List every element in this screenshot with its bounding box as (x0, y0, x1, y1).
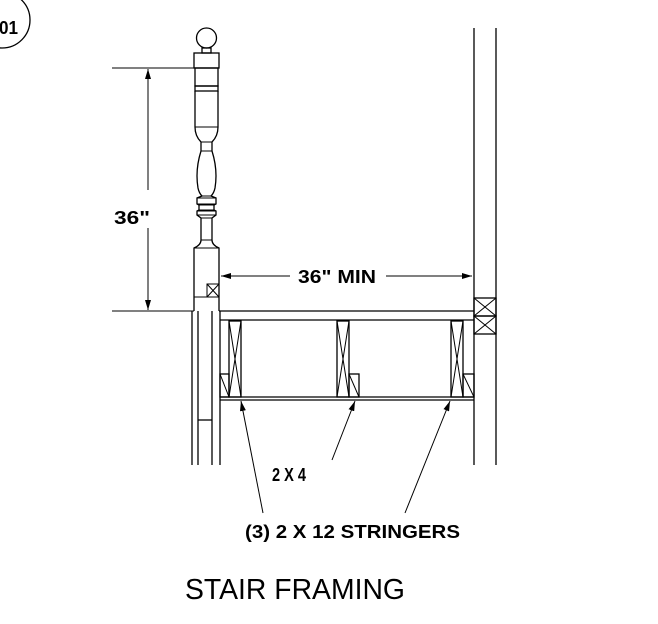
blocking-lower (473, 315, 497, 335)
post-upper-block (194, 67, 219, 87)
detail-reference-bubble: 01 (0, 0, 31, 49)
stringer-2 (336, 320, 350, 398)
post-block-box (206, 283, 220, 298)
stringer-outline (336, 320, 350, 398)
drawing-title: STAIR FRAMING (185, 574, 405, 606)
block-cross (348, 373, 360, 398)
stringers-label: (3) 2 X 12 STRINGERS (245, 522, 460, 542)
right-wall (473, 28, 497, 465)
blocking-leader (331, 400, 356, 461)
blocking-cross (473, 315, 497, 335)
block-outline (219, 373, 230, 398)
finial-neck (201, 47, 212, 54)
stringers-callout: (3) 2 X 12 STRINGERS (239, 400, 460, 542)
reference-circle (0, 0, 31, 49)
railing-height-label: 36" (114, 208, 150, 228)
post-turning-lines (194, 126, 219, 298)
block-cross (219, 373, 230, 398)
clear-width-dimension: 36" MIN (221, 267, 472, 287)
stringer-leader-left (239, 400, 264, 514)
stringer-cross (336, 320, 350, 398)
blocking-cross (473, 297, 497, 317)
landing-deck (219, 310, 474, 401)
stringer-3 (450, 320, 464, 398)
post-profile-left (193, 91, 204, 311)
stringer-leader-right (404, 400, 451, 514)
stringer-cross (450, 320, 464, 398)
finial-ball (195, 27, 218, 49)
block-cross (462, 373, 475, 398)
blocking-label: 2 X 4 (272, 465, 306, 485)
stringer-1 (228, 320, 242, 398)
newel-post (193, 27, 220, 311)
post-profile-right (209, 91, 220, 311)
ledger-block-2 (348, 373, 360, 398)
clear-width-label: 36" MIN (298, 267, 376, 287)
stringer-outline (450, 320, 464, 398)
ledger-block-3 (462, 373, 475, 398)
wall-blocking (473, 297, 497, 335)
block-outline (348, 373, 360, 398)
stringer-outline (228, 320, 242, 398)
post-base-block (206, 283, 220, 298)
blocking-callout: 2 X 4 (272, 400, 356, 485)
ledger-blocks (219, 373, 475, 398)
stringers (228, 320, 464, 398)
post-collar (194, 85, 219, 92)
post-block-cross (206, 283, 220, 298)
post-below-floor (191, 311, 221, 465)
reference-number: 01 (0, 18, 18, 38)
stringer-cross (228, 320, 242, 398)
ledger-block-1 (219, 373, 230, 398)
railing-height-dimension: 36" (112, 67, 195, 312)
post-cap (193, 52, 220, 69)
